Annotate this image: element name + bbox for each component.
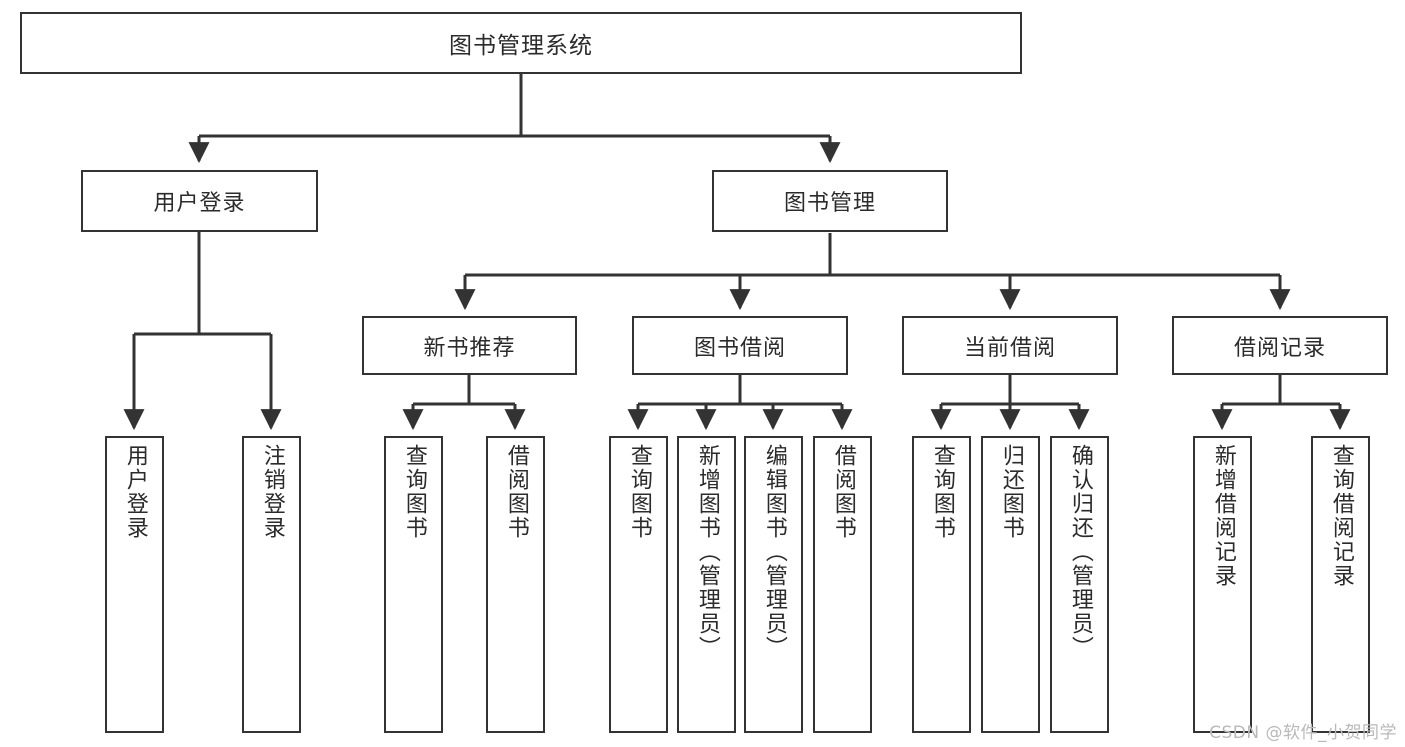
node-leaf-query-record[interactable]: 查询借阅记录	[1311, 436, 1370, 733]
node-current-borrow-label: 当前借阅	[963, 335, 1056, 361]
node-new-book-recommend[interactable]: 新书推荐	[362, 316, 577, 375]
node-leaf-query-book-2-label: 查询图书	[626, 444, 652, 540]
node-root-label: 图书管理系统	[449, 33, 593, 59]
node-leaf-add-record-label: 新增借阅记录	[1210, 444, 1236, 588]
node-book-borrow[interactable]: 图书借阅	[632, 316, 848, 375]
node-user-login[interactable]: 用户登录	[81, 170, 318, 232]
node-leaf-edit-book[interactable]: 编辑图书（管理员）	[744, 436, 803, 733]
node-leaf-add-book-label: 新增图书（管理员）	[694, 444, 720, 660]
node-leaf-edit-book-label: 编辑图书（管理员）	[761, 444, 787, 660]
node-leaf-return-book[interactable]: 归还图书	[981, 436, 1040, 733]
node-leaf-add-book[interactable]: 新增图书（管理员）	[677, 436, 736, 733]
node-leaf-borrow-book-1[interactable]: 借阅图书	[486, 436, 545, 733]
node-leaf-query-book-3-label: 查询图书	[929, 444, 955, 540]
node-borrow-record[interactable]: 借阅记录	[1172, 316, 1388, 375]
node-leaf-borrow-book-2[interactable]: 借阅图书	[813, 436, 872, 733]
node-leaf-query-record-label: 查询借阅记录	[1328, 444, 1354, 588]
node-book-manage[interactable]: 图书管理	[712, 170, 948, 232]
node-leaf-user-login[interactable]: 用户登录	[105, 436, 164, 733]
node-leaf-borrow-book-2-label: 借阅图书	[830, 444, 856, 540]
node-leaf-query-book-2[interactable]: 查询图书	[609, 436, 668, 733]
node-leaf-borrow-book-1-label: 借阅图书	[503, 444, 529, 540]
node-root-book-management-system[interactable]: 图书管理系统	[20, 12, 1022, 74]
node-leaf-query-book-1[interactable]: 查询图书	[384, 436, 443, 733]
node-leaf-user-logout-label: 注销登录	[259, 444, 285, 540]
node-leaf-add-record[interactable]: 新增借阅记录	[1193, 436, 1252, 733]
node-leaf-confirm-return-label: 确认归还（管理员）	[1067, 444, 1093, 660]
node-user-login-label: 用户登录	[153, 191, 246, 216]
node-leaf-query-book-3[interactable]: 查询图书	[912, 436, 971, 733]
node-book-borrow-label: 图书借阅	[693, 335, 786, 361]
node-book-manage-label: 图书管理	[783, 191, 876, 216]
node-leaf-return-book-label: 归还图书	[998, 444, 1024, 540]
csdn-watermark: CSDN @软件_小贺同学	[1209, 723, 1397, 743]
node-current-borrow[interactable]: 当前借阅	[902, 316, 1118, 375]
node-leaf-user-logout[interactable]: 注销登录	[242, 436, 301, 733]
node-leaf-query-book-1-label: 查询图书	[401, 444, 427, 540]
node-leaf-confirm-return[interactable]: 确认归还（管理员）	[1050, 436, 1109, 733]
node-new-book-recommend-label: 新书推荐	[423, 335, 516, 361]
node-leaf-user-login-label: 用户登录	[122, 444, 148, 540]
node-borrow-record-label: 借阅记录	[1233, 335, 1326, 361]
